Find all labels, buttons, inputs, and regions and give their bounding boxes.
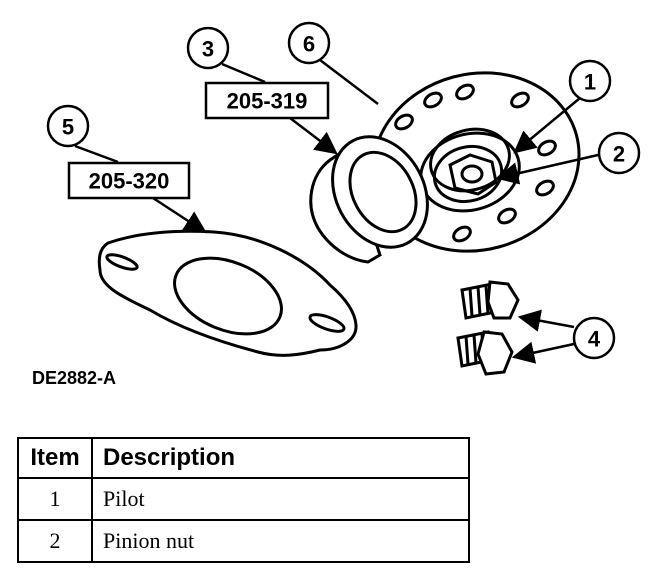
- callout-1-circle: [568, 59, 612, 103]
- leader-4-lower: [511, 341, 575, 364]
- item-description: Pinion nut: [91, 519, 470, 563]
- callout-5: 5: [62, 115, 74, 140]
- bolt-lower: [456, 330, 514, 376]
- table-row: 1 Pilot: [17, 477, 470, 521]
- leader-1: [513, 97, 581, 154]
- tool-box-205-319: [204, 81, 330, 120]
- table-row: 2 Pinion nut: [17, 519, 470, 563]
- figure-id: DE2882-A: [32, 368, 116, 388]
- header-description: Description: [91, 437, 470, 479]
- callout-4: 4: [588, 327, 601, 352]
- tool-label-205-319: 205-319: [227, 89, 308, 114]
- leader-4-upper: [517, 309, 575, 332]
- item-number: 1: [17, 477, 93, 521]
- table-header-row: Item Description: [17, 437, 470, 479]
- leader-3-tool: [289, 117, 338, 155]
- callout-3: 3: [202, 37, 214, 62]
- parts-table: Item Description 1 Pilot 2 Pinion nut: [17, 437, 470, 563]
- pilot: [429, 127, 511, 193]
- leader-2: [495, 153, 599, 185]
- callout-5-circle: [46, 104, 90, 148]
- callout-4-circle: [572, 316, 616, 360]
- callout-2: 2: [613, 142, 625, 167]
- callout-6-circle: [287, 21, 331, 65]
- bracket-plate: [97, 229, 358, 357]
- callout-2-circle: [597, 131, 641, 175]
- bolt-upper: [460, 280, 520, 320]
- leader-3: [221, 62, 266, 84]
- header-item: Item: [17, 437, 93, 479]
- item-description: Pilot: [91, 477, 470, 521]
- leader-6: [319, 59, 379, 105]
- leader-5-tool: [152, 196, 207, 234]
- pinion-nut: [448, 153, 498, 196]
- tool-label-205-320: 205-320: [89, 169, 170, 194]
- item-number: 2: [17, 519, 93, 563]
- exploded-diagram: 1 2 3 4 5 6 205-319 205-320 DE2882-A: [32, 21, 641, 388]
- adapter-cup: [309, 135, 429, 264]
- callout-1: 1: [584, 70, 596, 95]
- callout-6: 6: [303, 32, 315, 57]
- tool-box-205-320: [67, 161, 191, 200]
- leader-5: [74, 144, 119, 164]
- callout-3-circle: [186, 26, 230, 70]
